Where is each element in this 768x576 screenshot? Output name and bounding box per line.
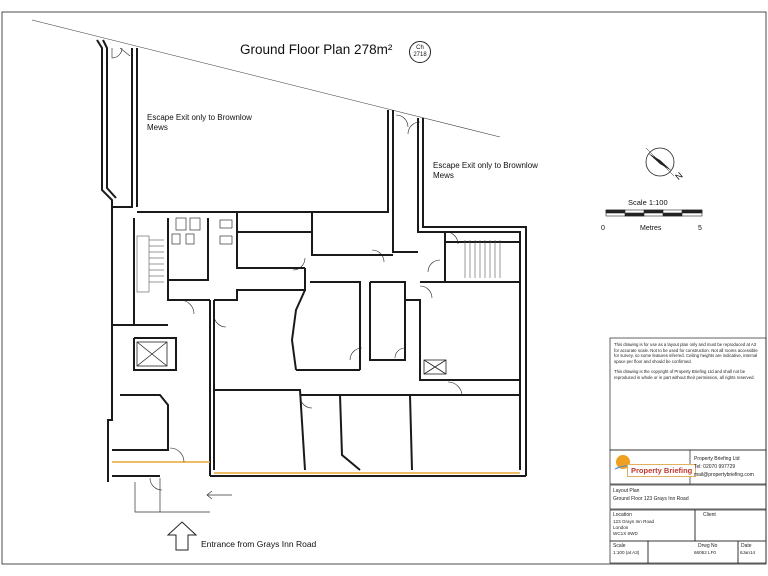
client-label: Client: [703, 512, 716, 518]
layout-value: Ground Floor 123 Grays Inn Road: [613, 496, 689, 502]
date-label: Date: [741, 543, 752, 549]
badge-bottom-text: 2718: [413, 52, 427, 58]
company-tel: Tel: 02070 997729: [694, 464, 736, 470]
sheet-border: [1, 11, 767, 565]
brand-logo-text: Property Briefing: [627, 464, 697, 477]
drawing-number-label: Drwg No: [698, 543, 718, 549]
location-line-1: 123 Grays Inn Road: [613, 519, 655, 524]
badge-top-text: Ch: [416, 45, 424, 52]
facade-glazing: [112, 461, 520, 474]
date-value: 6Jan14: [740, 550, 756, 555]
escape-exit-note-2: Escape Exit only to Brownlow Mews: [433, 161, 538, 180]
site-boundary-line: [31, 19, 501, 138]
company-name: Property Briefing Ltd: [694, 456, 740, 462]
lift: [136, 341, 447, 375]
entrance-label: Entrance from Grays Inn Road: [201, 539, 317, 549]
scale-field-value: 1:100 (at A3): [613, 550, 640, 555]
stairs: [136, 235, 501, 293]
drawing-number-value: 66062 LF0: [694, 550, 716, 555]
metres-label: Metres: [640, 225, 662, 232]
layout-label: Layout Plan: [613, 488, 640, 494]
location-line-3: WC1X 8WD: [613, 531, 638, 536]
scale-field-label: Scale: [613, 543, 626, 549]
scale-start-label: 0: [601, 225, 605, 232]
plan-title: Ground Floor Plan 278m²: [240, 42, 393, 57]
entrance-area: [134, 478, 232, 513]
disclaimer-notes: This drawing is for use as a layout plan…: [614, 342, 762, 386]
scale-label: Scale 1:100: [628, 198, 668, 207]
entrance-arrow-icon: [166, 521, 198, 551]
scale-bar: [605, 209, 703, 217]
plan-reference-badge: Ch 2718: [409, 41, 431, 63]
disclaimer-copyright: This drawing is the copyright of Propert…: [614, 369, 755, 380]
escape-exit-note-1: Escape Exit only to Brownlow Mews: [147, 113, 252, 132]
company-email: mail@propertybriefing.com: [694, 472, 754, 478]
compass-icon: [645, 147, 675, 177]
title-block-frame: [609, 337, 767, 564]
location-label: Location: [613, 512, 632, 518]
door-swings: [111, 47, 463, 491]
wc-fittings: [171, 217, 233, 245]
walls: [96, 39, 527, 482]
disclaimer-usage: This drawing is for use as a layout plan…: [614, 342, 758, 364]
scale-end-label: 5: [698, 225, 702, 232]
location-line-2: London: [613, 525, 629, 530]
